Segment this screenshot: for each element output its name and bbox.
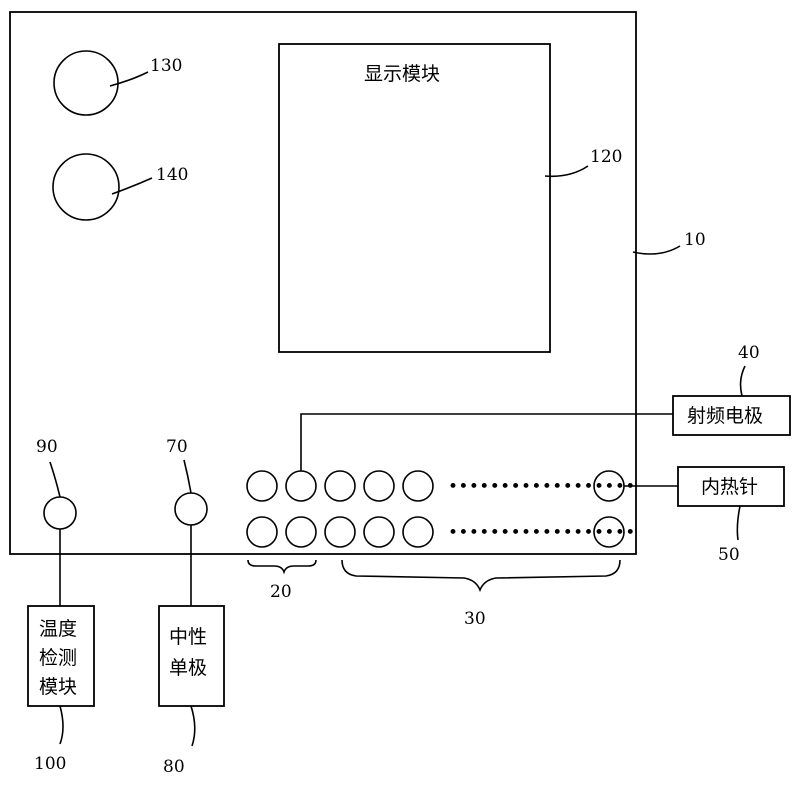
inner-needle-box: [677, 466, 785, 507]
temp-module-text-1: 温度: [39, 618, 77, 640]
label-140: 140: [156, 165, 188, 185]
port-circle: [246, 470, 278, 502]
label-30: 30: [464, 609, 486, 629]
port-circle: [363, 516, 395, 548]
leader-10: [632, 245, 681, 255]
leader-120: [544, 165, 589, 178]
label-120: 120: [590, 147, 622, 167]
leader-130: [109, 71, 149, 87]
label-130: 130: [150, 56, 182, 76]
label-20: 20: [270, 582, 292, 602]
label-10: 10: [684, 230, 706, 250]
display-module: [278, 43, 551, 353]
port-circle: [402, 470, 434, 502]
rf-electrode-text: 射频电极: [687, 405, 763, 427]
label-90: 90: [36, 437, 58, 457]
brace-20: [247, 559, 317, 575]
label-50: 50: [718, 545, 740, 565]
knob-bottom: [52, 153, 120, 221]
neutral-electrode-text-2: 单极: [169, 657, 207, 679]
leader-40: [739, 365, 746, 397]
brace-30: [341, 559, 621, 593]
neutral-electrode-text-1: 中性: [169, 626, 207, 648]
label-100: 100: [34, 754, 66, 774]
leader-80: [190, 705, 196, 747]
port-circle: [402, 516, 434, 548]
port-circle: [324, 516, 356, 548]
label-40: 40: [738, 343, 760, 363]
ellipsis-dots-top: ••••••••••••••••••: [448, 477, 636, 497]
port-circle: [324, 470, 356, 502]
port-circle: [593, 516, 625, 548]
leader-70: [183, 459, 192, 494]
leader-90: [49, 461, 61, 498]
display-module-text: 显示模块: [364, 63, 440, 85]
leader-140: [111, 177, 153, 195]
label-80: 80: [163, 757, 185, 777]
temp-module-text-2: 检测: [39, 647, 77, 669]
leader-100: [59, 705, 64, 745]
port-circle: [285, 516, 317, 548]
port-circle: [363, 470, 395, 502]
label-70: 70: [166, 437, 188, 457]
inner-needle-text: 内热针: [701, 476, 758, 498]
rf-electrode-box: [672, 395, 791, 436]
neutral-electrode-box: [158, 605, 225, 707]
temp-module-text-3: 模块: [39, 676, 77, 698]
temp-module-box: [27, 605, 95, 707]
leader-50: [736, 505, 741, 541]
rf-connection-line: [300, 413, 673, 471]
port-circle: [246, 516, 278, 548]
ellipsis-dots-bottom: ••••••••••••••••••: [448, 523, 636, 543]
